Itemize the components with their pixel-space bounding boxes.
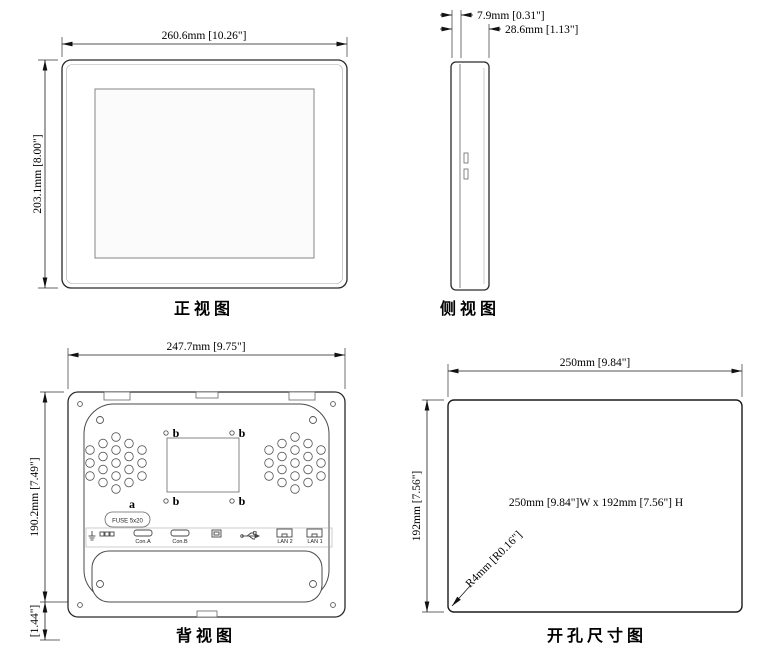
back-corner-screw [330,602,336,608]
connector-label-con-b: Con.B [172,539,188,545]
back-height-dimension-text: 190.2mm [7.49"] [29,457,41,536]
front-width-dimension-text: 260.6mm [10.26"] [162,30,247,42]
fuse-holder [104,511,151,528]
mount-boss [229,498,235,504]
lan1-port-icon [306,528,323,538]
back-view-label: 背视图 [176,626,236,645]
cutout-view: 250mm [9.84"] 192mm [7.56"] 250mm [9.84"… [411,357,743,645]
cutout-width-dimension-text: 250mm [9.84"] [560,357,631,369]
side-total-depth-dimension: 28.6mm [1.13"] [440,24,578,58]
side-profile-body [450,61,490,291]
back-view: 247.7mm [9.75"] 190.2mm [7.49"] [1.44"] [29,341,346,645]
fuse-label: FUSE 5x20 [112,519,143,525]
front-view-label: 正视图 [174,299,234,318]
connector-label-lan1: LAN 1 [307,539,322,545]
back-bottom-dimension-text: [1.44"] [29,605,41,637]
cover-screw [96,416,104,424]
side-slot-upper [463,152,469,164]
mount-boss [163,498,169,504]
connector-label-con-a: Con.A [135,539,151,545]
side-total-depth-text: 28.6mm [1.13"] [505,24,578,36]
connector-row: Con.A Con.B LAN 2 [85,527,333,548]
callout-b-top-left: b [173,426,180,440]
back-mount-notch-center [195,391,219,399]
back-corner-screw [77,401,83,407]
cutout-outline [447,399,743,613]
front-panel-bezel-line [66,64,343,284]
mount-boss [163,430,169,436]
cover-screw [309,416,317,424]
back-height-dimension: 190.2mm [7.49"] [29,391,88,603]
connector-recess [85,527,333,548]
cover-screw [309,580,317,588]
vent-holes-right [264,432,326,494]
cover-screw [96,580,104,588]
lan2-port-icon [276,528,293,538]
back-mount-tab-left [103,391,131,401]
power-terminal-icon [99,531,115,537]
callout-b-top-right: b [239,426,246,440]
front-width-dimension: 260.6mm [10.26"] [61,30,348,57]
front-view: 260.6mm [10.26"] 203.1mm [8.00"] 正视图 [32,30,348,318]
back-corner-screw [330,401,336,407]
side-bezel-depth-text: 7.9mm [0.31"] [477,10,545,22]
sd-slot-icon [211,529,222,538]
connector-label-lan2: LAN 2 [277,539,292,545]
front-height-dimension: 203.1mm [8.00"] [32,59,58,289]
side-bezel-depth-dimension: 7.9mm [0.31"] [440,10,545,58]
back-bottom-dimension: [1.44"] [29,602,60,641]
vent-holes-left [85,432,147,494]
cutout-size-note: 250mm [9.84"]W x 192mm [7.56"] H [509,497,683,509]
side-view: 7.9mm [0.31"] 28.6mm [1.13"] 侧视图 [440,10,578,318]
ground-icon [88,531,96,541]
com-b-port-icon [170,529,190,537]
back-center-plate [166,437,240,493]
cutout-view-label: 开孔尺寸图 [547,626,647,645]
cutout-width-dimension: 250mm [9.84"] [447,357,743,397]
com-a-port-icon [133,529,153,537]
back-mount-tab-right [288,391,316,401]
mount-boss [229,430,235,436]
cutout-height-dimension: 192mm [7.56"] [411,399,444,613]
front-height-dimension-text: 203.1mm [8.00"] [32,134,44,213]
usb-icon [240,531,261,540]
back-bottom-tab [196,610,218,618]
cutout-height-dimension-text: 192mm [7.56"] [411,471,423,542]
back-width-dimension-text: 247.7mm [9.75"] [166,341,245,353]
front-screen [94,88,315,259]
back-lower-housing [91,550,323,603]
side-view-label: 侧视图 [440,299,500,318]
callout-b-bottom-right: b [239,494,246,508]
callout-b-bottom-left: b [173,494,180,508]
callout-a: a [129,497,135,511]
side-slot-lower [463,168,469,180]
back-width-dimension: 247.7mm [9.75"] [67,341,346,389]
back-corner-screw [77,602,83,608]
